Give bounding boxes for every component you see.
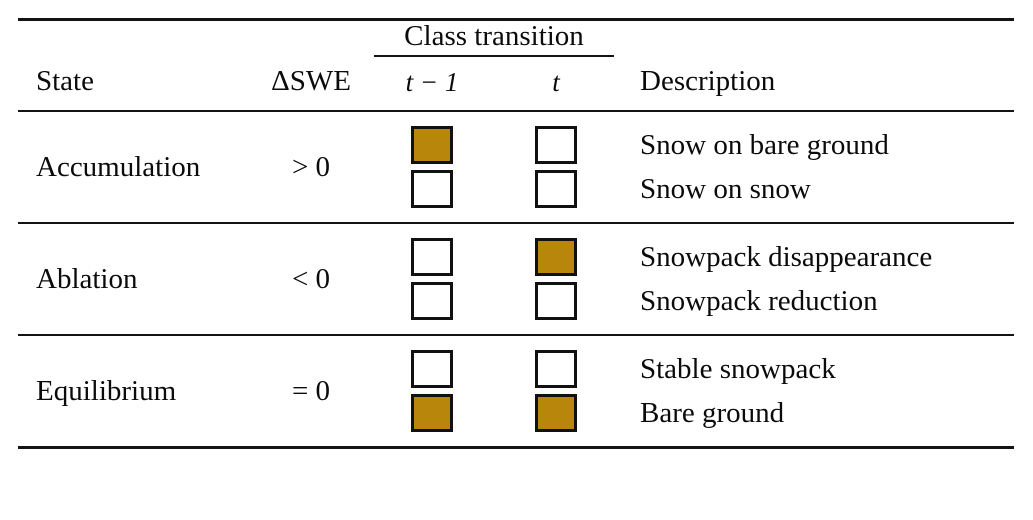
class-box-empty xyxy=(411,350,453,389)
class-box-empty xyxy=(535,282,577,321)
description-text: Snowpack reduction xyxy=(640,284,878,317)
class-box-empty xyxy=(535,170,577,209)
table-row: Ablation < 0 Snowpack disappearance Snow… xyxy=(18,223,1014,334)
table-header-main-row: State ΔSWE Class transition Description xyxy=(18,20,1014,97)
transition-boxes-t-minus-1 xyxy=(370,223,494,334)
box-stack xyxy=(370,350,494,433)
box-stack xyxy=(494,350,618,433)
description-text: Snowpack disappearance xyxy=(640,240,933,273)
column-header-dswe: ΔSWE xyxy=(271,65,351,97)
description-cell: Stable snowpack Bare ground xyxy=(618,335,1014,446)
class-box-filled xyxy=(535,394,577,433)
class-box-empty xyxy=(535,350,577,389)
transition-boxes-t-minus-1 xyxy=(370,111,494,222)
table-row: Accumulation > 0 Snow on bare ground Sno… xyxy=(18,111,1014,222)
state-label: Ablation xyxy=(36,262,138,295)
transition-boxes-t xyxy=(494,223,618,334)
bottom-rule-cell xyxy=(18,445,1014,450)
dswe-value: < 0 xyxy=(291,262,331,295)
class-box-empty xyxy=(411,238,453,277)
description-text: Bare ground xyxy=(640,396,785,429)
dswe-value: = 0 xyxy=(291,374,331,407)
class-box-filled xyxy=(535,238,577,277)
description-cell: Snowpack disappearance Snowpack reductio… xyxy=(618,223,1014,334)
transition-boxes-t xyxy=(494,111,618,222)
class-box-empty xyxy=(535,126,577,165)
table-header-sub-row: t − 1 t xyxy=(18,57,1014,110)
table-top-rule xyxy=(18,17,1014,21)
table-row: Equilibrium = 0 Stable snowpack Bare gro… xyxy=(18,335,1014,446)
description-text: Snow on snow xyxy=(640,172,811,205)
class-box-empty xyxy=(411,170,453,209)
state-label: Equilibrium xyxy=(36,374,177,407)
class-transition-label: Class transition xyxy=(404,20,584,52)
snow-state-table: State ΔSWE Class transition Description … xyxy=(18,17,1014,450)
transition-boxes-t-minus-1 xyxy=(370,335,494,446)
class-transition-rule xyxy=(374,55,614,58)
box-stack xyxy=(370,238,494,321)
box-stack xyxy=(494,126,618,209)
column-subheader-t: t xyxy=(552,67,560,98)
column-header-class-transition: Class transition xyxy=(370,20,618,58)
description-stack: Snowpack disappearance Snowpack reductio… xyxy=(640,238,1014,320)
box-stack xyxy=(370,126,494,209)
description-cell: Snow on bare ground Snow on snow xyxy=(618,111,1014,222)
column-subheader-t-minus-1: t − 1 xyxy=(405,67,459,98)
column-header-description: Description xyxy=(640,65,776,97)
description-text: Stable snowpack xyxy=(640,352,836,385)
state-label: Accumulation xyxy=(36,150,201,183)
dswe-value: > 0 xyxy=(291,150,331,183)
top-rule-cell xyxy=(18,17,1014,21)
description-stack: Snow on bare ground Snow on snow xyxy=(640,126,1014,208)
class-box-filled xyxy=(411,126,453,165)
transition-boxes-t xyxy=(494,335,618,446)
column-header-state: State xyxy=(36,65,94,97)
box-stack xyxy=(494,238,618,321)
table-bottom-rule xyxy=(18,445,1014,450)
description-stack: Stable snowpack Bare ground xyxy=(640,350,1014,432)
description-text: Snow on bare ground xyxy=(640,128,889,161)
class-box-empty xyxy=(411,282,453,321)
class-box-filled xyxy=(411,394,453,433)
